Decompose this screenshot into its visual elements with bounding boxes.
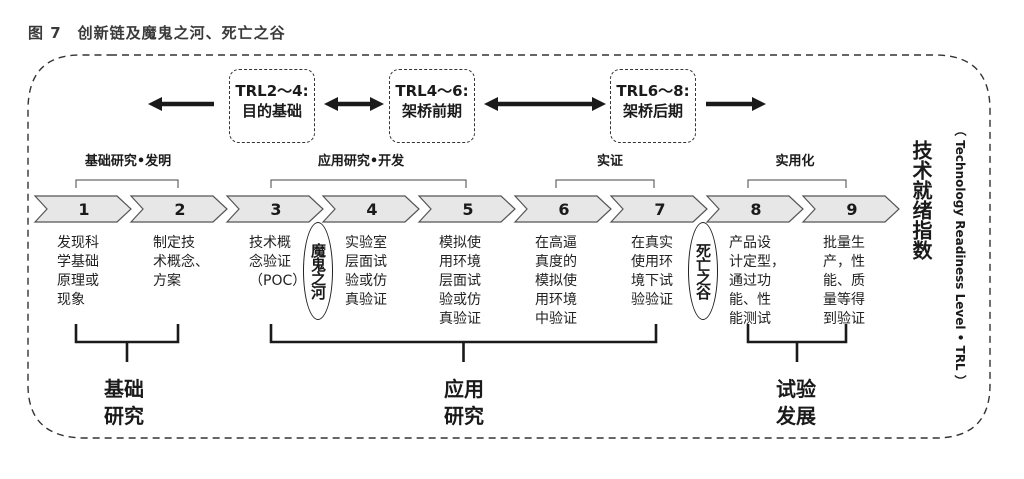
stage-3-description: 技术概 念验证 （POC） (249, 235, 307, 289)
stage-7-number: 7 (654, 200, 665, 219)
trl-label-chinese: 技术就绪指数 (909, 140, 933, 260)
arrow-left-basic (148, 97, 214, 111)
trl-box-2-label: 架桥前期 (401, 102, 462, 120)
trl-box-3-range: TRL6～8: (616, 82, 690, 100)
stage-1-chevron (33, 195, 132, 223)
trl-box-2: TRL4～6: 架桥前期 (389, 69, 475, 143)
devil-river-oval: 魔鬼之河 (303, 222, 333, 320)
stage-9-description: 批量生 产，性 能、质 量等得 到验证 (823, 235, 865, 327)
group-applied-research: 应用 研究 (444, 377, 484, 428)
group-bracket-applied (269, 324, 658, 362)
stage-1-description: 发现科 学基础 原理或 现象 (57, 235, 99, 308)
stage-6-number: 6 (558, 200, 569, 219)
stage-2-chevron (129, 195, 228, 223)
stage-6-description: 在高逼 真度的 模拟使 用环境 中验证 (535, 235, 577, 327)
group-bracket-basic (74, 324, 180, 362)
stage-6-chevron (513, 195, 612, 223)
stage-3-number: 3 (270, 200, 281, 219)
stage-9-number: 9 (846, 200, 857, 219)
group-bracket-experimental (746, 324, 848, 362)
stage-4-description: 实验室 层面试 验或仿 真验证 (345, 235, 387, 308)
category-applied-research: 应用研究•开发 (317, 154, 405, 169)
death-valley-label: 死亡之谷 (694, 243, 712, 299)
stage-7-description: 在真实 使用环 境下试 验验证 (631, 235, 673, 308)
stage-5-chevron (417, 195, 516, 223)
bracket-demonstration (555, 179, 655, 188)
group-experimental-development: 试验 发展 (776, 377, 816, 428)
trl-label-english: （ Technology Readiness Level • TRL ） (953, 124, 967, 387)
stage-3-chevron (225, 195, 324, 223)
bracket-practical (747, 179, 847, 188)
stage-8-number: 8 (750, 200, 761, 219)
category-brackets (75, 179, 847, 188)
outer-frame (27, 54, 991, 439)
death-valley-oval: 死亡之谷 (688, 222, 718, 320)
arrow-right-practical (706, 97, 766, 111)
arrow-between-boxes-1-2 (324, 97, 384, 111)
trl-box-1-range: TRL2～4: (235, 82, 309, 100)
stage-7-chevron (609, 195, 708, 223)
stage-1-number: 1 (78, 200, 89, 219)
group-brackets (74, 324, 848, 362)
stage-4-chevron (321, 195, 420, 223)
trl-box-1: TRL2～4: 目的基础 (229, 69, 315, 143)
trl-box-3-label: 架桥后期 (622, 102, 683, 120)
stage-9-chevron (801, 195, 900, 223)
group-basic-research: 基础 研究 (104, 377, 144, 428)
category-practical: 实用化 (775, 154, 815, 169)
bracket-applied-research (270, 179, 467, 188)
arrows (148, 97, 766, 111)
arrow-between-boxes-2-3 (484, 97, 606, 111)
stage-5-description: 模拟使 用环境 层面试 验或仿 真验证 (439, 235, 481, 327)
stage-5-number: 5 (462, 200, 473, 219)
devil-river-label: 魔鬼之河 (309, 243, 327, 299)
stage-4-number: 4 (366, 200, 377, 219)
trl-box-2-range: TRL4～6: (395, 82, 469, 100)
figure-title: 图 7 创新链及魔鬼之河、死亡之谷 (28, 24, 286, 42)
trl-box-3: TRL6～8: 架桥后期 (610, 69, 696, 143)
stage-8-chevron (705, 195, 804, 223)
trl-box-1-label: 目的基础 (241, 102, 302, 120)
category-demonstration: 实证 (596, 154, 623, 169)
stage-2-number: 2 (174, 200, 185, 219)
bracket-basic-research (75, 179, 179, 188)
stage-8-description: 产品设 计定型， 通过功 能、性 能测试 (729, 235, 785, 327)
stage-2-description: 制定技 术概念、 方案 (153, 235, 209, 289)
stage-chevrons: 1 2 3 4 5 6 7 8 9 (33, 195, 900, 223)
category-basic-research: 基础研究•发明 (84, 154, 172, 169)
